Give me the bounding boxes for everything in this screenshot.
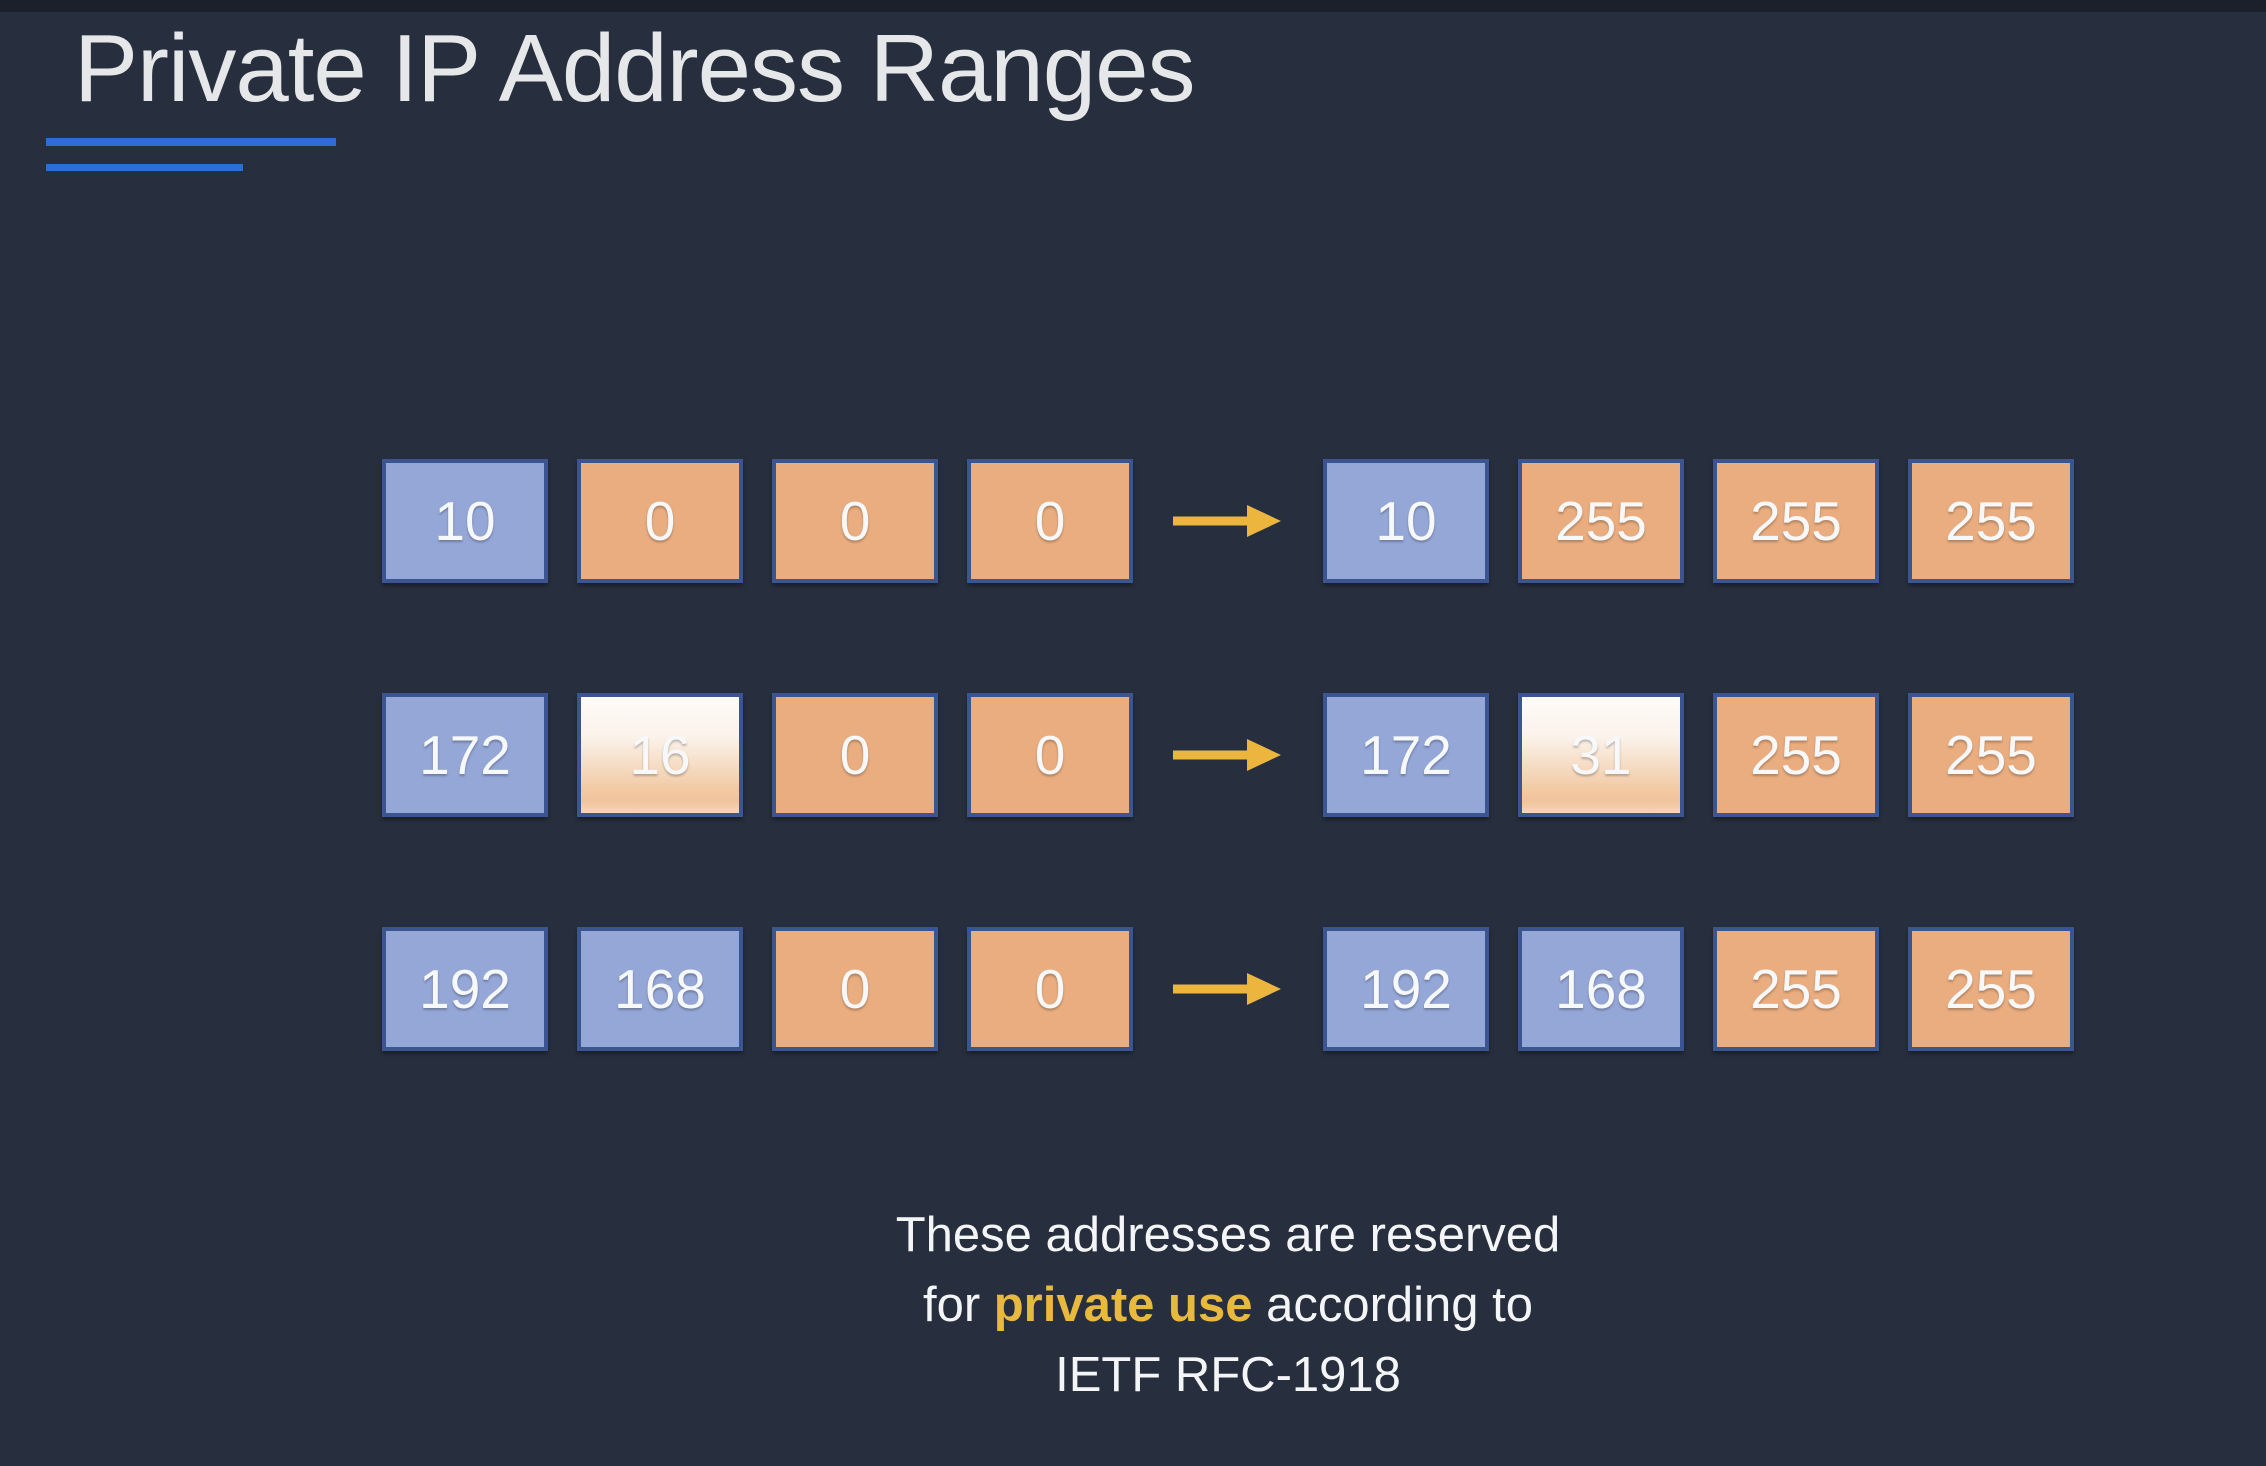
right-arrow-icon	[1173, 973, 1281, 1005]
top-strip	[0, 0, 2266, 12]
footnote-line-2: for private use according to	[382, 1270, 2074, 1340]
start-address: 192 168 0 0	[382, 927, 1133, 1051]
start-address: 10 0 0 0	[382, 459, 1133, 583]
octet-value: 0	[1034, 489, 1066, 552]
footnote-line-2-suffix: according to	[1252, 1278, 1534, 1332]
right-arrow-icon	[1173, 505, 1281, 537]
octet-value: 0	[839, 723, 871, 786]
start-address: 172 16 0 0	[382, 693, 1133, 817]
end-address: 172 31 255 255	[1323, 693, 2074, 817]
title-underline-long	[46, 138, 336, 146]
ip-ranges-diagram: 10 0 0 0 10 255 255 255 172 16 0 0 172 31 255 255 192 168…	[382, 459, 2074, 1161]
octet-box: 172	[382, 693, 548, 817]
octet-box: 172	[1323, 693, 1489, 817]
footnote-highlight-private-use: private use	[993, 1278, 1253, 1332]
octet-value: 255	[1750, 723, 1842, 786]
ip-row-range-10: 10 0 0 0 10 255 255 255	[382, 459, 2074, 583]
octet-box: 192	[382, 927, 548, 1051]
octet-value: 192	[1360, 957, 1452, 1020]
octet-value: 0	[1034, 957, 1066, 1020]
octet-value: 168	[1555, 957, 1647, 1020]
octet-box: 192	[1323, 927, 1489, 1051]
octet-box: 168	[577, 927, 743, 1051]
octet-box: 255	[1713, 927, 1879, 1051]
octet-value: 0	[839, 957, 871, 1020]
octet-value: 172	[1360, 723, 1452, 786]
right-arrow-icon	[1173, 739, 1281, 771]
octet-box: 0	[772, 459, 938, 583]
octet-value: 255	[1555, 489, 1647, 552]
footnote-line-2-prefix: for	[922, 1278, 994, 1332]
octet-value: 255	[1945, 723, 2037, 786]
title-underline-short	[46, 164, 243, 171]
octet-box: 10	[1323, 459, 1489, 583]
octet-box: 0	[967, 927, 1133, 1051]
octet-value: 255	[1945, 489, 2037, 552]
octet-value: 255	[1750, 957, 1842, 1020]
octet-box: 255	[1908, 459, 2074, 583]
octet-value: 168	[614, 957, 706, 1020]
octet-value: 10	[434, 489, 496, 552]
octet-box: 10	[382, 459, 548, 583]
octet-box: 255	[1713, 693, 1879, 817]
octet-value: 31	[1570, 723, 1632, 786]
octet-value: 10	[1375, 489, 1437, 552]
arrow	[1133, 503, 1323, 539]
arrow	[1133, 737, 1323, 773]
octet-box: 168	[1518, 927, 1684, 1051]
octet-value: 0	[839, 489, 871, 552]
page-title: Private IP Address Ranges	[74, 15, 1196, 122]
octet-box: 255	[1908, 693, 2074, 817]
footnote-line-1: These addresses are reserved	[895, 1208, 1561, 1262]
octet-box: 0	[967, 459, 1133, 583]
arrow	[1133, 971, 1323, 1007]
octet-box: 255	[1908, 927, 2074, 1051]
octet-box: 31	[1518, 693, 1684, 817]
octet-box: 0	[772, 693, 938, 817]
octet-value: 172	[419, 723, 511, 786]
octet-box: 255	[1518, 459, 1684, 583]
octet-box: 0	[772, 927, 938, 1051]
end-address: 10 255 255 255	[1323, 459, 2074, 583]
octet-box: 0	[967, 693, 1133, 817]
footnote-line-3: IETF RFC-1918	[1055, 1348, 1401, 1402]
octet-value: 16	[629, 723, 691, 786]
octet-box: 255	[1713, 459, 1879, 583]
octet-value: 255	[1750, 489, 1842, 552]
octet-value: 0	[1034, 723, 1066, 786]
octet-value: 192	[419, 957, 511, 1020]
octet-box: 16	[577, 693, 743, 817]
footnote: These addresses are reserved for private…	[382, 1200, 2074, 1410]
end-address: 192 168 255 255	[1323, 927, 2074, 1051]
ip-row-range-192: 192 168 0 0 192 168 255 255	[382, 927, 2074, 1051]
octet-box: 0	[577, 459, 743, 583]
octet-value: 255	[1945, 957, 2037, 1020]
octet-value: 0	[644, 489, 676, 552]
ip-row-range-172: 172 16 0 0 172 31 255 255	[382, 693, 2074, 817]
